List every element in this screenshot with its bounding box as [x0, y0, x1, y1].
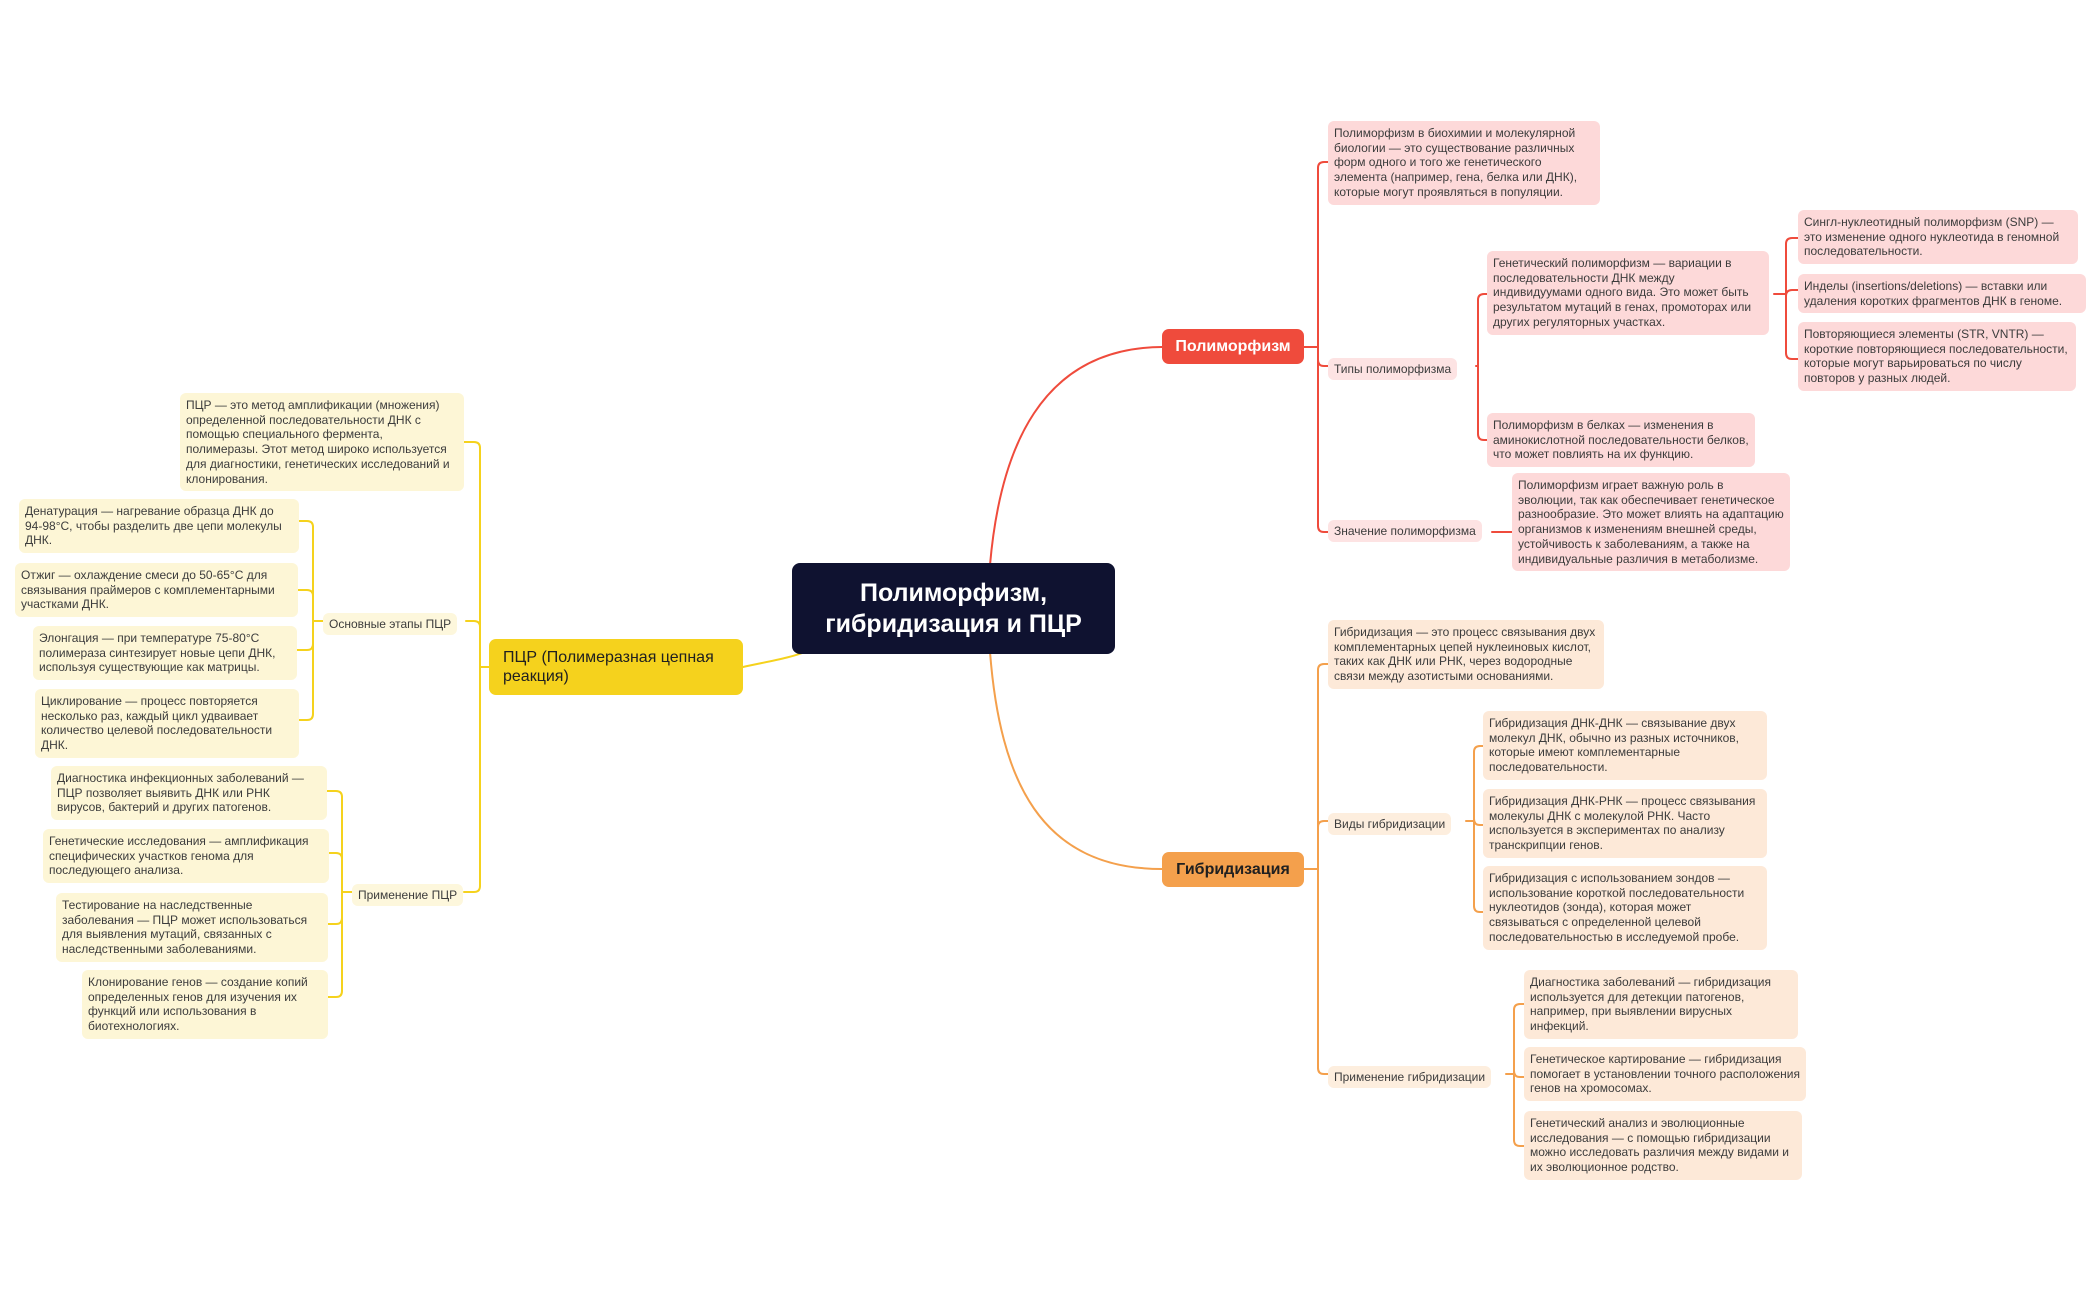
pcr-annealing[interactable]: Отжиг — охлаждение смеси до 50-65°C для …	[15, 563, 298, 618]
pcr-elongation[interactable]: Элонгация — при температуре 75-80°C поли…	[33, 626, 297, 681]
edge-pcr-stages-leaf	[296, 643, 314, 651]
edge-polymorphism-types-leaf	[1477, 293, 1488, 301]
hybridization-evolution[interactable]: Генетический анализ и эволюционные иссле…	[1524, 1111, 1802, 1180]
pcr-applications-label[interactable]: Применение ПЦР	[352, 884, 464, 906]
edge-hybridization-apps-leaf	[1513, 1139, 1525, 1147]
hybridization-applications-label[interactable]: Применение гибридизации	[1328, 1066, 1492, 1088]
pcr-infections[interactable]: Диагностика инфекционных заболеваний — П…	[51, 766, 327, 821]
hybridization-dna-dna[interactable]: Гибридизация ДНК-ДНК — связывание двух м…	[1483, 711, 1767, 780]
edge-polymorphism-leaf	[1317, 161, 1329, 169]
edge-hybridization-apps-leaf	[1513, 1003, 1525, 1011]
hybridization-definition[interactable]: Гибридизация — это процесс связывания дв…	[1328, 620, 1604, 689]
polymorphism-definition[interactable]: Полиморфизм в биохимии и молекулярной би…	[1328, 121, 1600, 205]
edge-polymorphism-leaf	[1317, 525, 1329, 533]
pcr-cloning[interactable]: Клонирование генов — создание копий опре…	[82, 970, 328, 1039]
branch-polymorphism-label: Полиморфизм	[1175, 337, 1291, 355]
edge-pcr-stages-leaf	[298, 520, 314, 528]
edge-pcr-stages-leaf	[298, 713, 314, 721]
branch-hybridization[interactable]: Гибридизация	[1162, 852, 1304, 887]
central-topic-label: Полиморфизм, гибридизация и ПЦР	[825, 578, 1082, 638]
hybridization-dna-rna[interactable]: Гибридизация ДНК-РНК — процесс связывани…	[1483, 789, 1767, 858]
edge-polymorphism-leaf	[1317, 359, 1329, 367]
central-topic[interactable]: Полиморфизм, гибридизация и ПЦР	[792, 563, 1115, 654]
edge-pcr-leaf	[463, 885, 481, 893]
edge-hybridization-types-leaf	[1473, 818, 1484, 826]
edge-polymorphism-types-leaf	[1477, 433, 1488, 441]
polymorphism-significance[interactable]: Полиморфизм играет важную роль в эволюци…	[1512, 473, 1790, 572]
edge-hybridization-types-leaf	[1473, 905, 1484, 913]
edge-hybridization-leaf	[1317, 663, 1329, 671]
pcr-denaturation[interactable]: Денатурация — нагревание образца ДНК до …	[19, 499, 299, 554]
edge-genetic-leaf	[1785, 289, 1799, 297]
hybridization-types-label[interactable]: Виды гибридизации	[1328, 813, 1452, 835]
edge-hybridization-leaf	[1317, 820, 1329, 828]
pcr-hereditary[interactable]: Тестирование на наследственные заболеван…	[56, 893, 328, 962]
polymorphism-significance-label[interactable]: Значение полиморфизма	[1328, 520, 1482, 542]
pcr-genetic-research[interactable]: Генетические исследования — амплификация…	[43, 829, 329, 884]
edge-pcr-leaf	[463, 441, 481, 449]
edge-root-polymorphism	[989, 346, 1163, 566]
edge-pcr-apps-leaf	[327, 917, 343, 925]
edge-pcr-stages-leaf	[297, 589, 314, 597]
hybridization-probes[interactable]: Гибридизация с использованием зондов — и…	[1483, 866, 1767, 950]
protein-polymorphism[interactable]: Полиморфизм в белках — изменения в амино…	[1487, 413, 1755, 468]
edge-hybridization-apps-leaf	[1513, 1070, 1525, 1078]
edge-hybridization-leaf	[1317, 1067, 1329, 1075]
edge-pcr-leaf	[465, 620, 481, 628]
hybridization-mapping[interactable]: Генетическое картирование — гибридизация…	[1524, 1047, 1806, 1102]
pcr-definition[interactable]: ПЦР — это метод амплификации (множения) …	[180, 393, 464, 492]
branch-pcr-label: ПЦР (Полимеразная цепная реакция)	[503, 649, 714, 685]
hybridization-diagnostics[interactable]: Диагностика заболеваний — гибридизация и…	[1524, 970, 1798, 1039]
genetic-polymorphism[interactable]: Генетический полиморфизм — вариации в по…	[1487, 251, 1769, 335]
edge-genetic-leaf	[1785, 237, 1799, 245]
edge-pcr-apps-leaf	[327, 990, 343, 998]
edge-genetic-leaf	[1785, 352, 1799, 360]
edge-pcr-apps-leaf	[326, 790, 343, 798]
polymorphism-types-label[interactable]: Типы полиморфизма	[1328, 358, 1458, 380]
indels-item[interactable]: Инделы (insertions/deletions) — вставки …	[1798, 274, 2086, 314]
edge-hybridization-types-leaf	[1473, 745, 1484, 753]
branch-pcr[interactable]: ПЦР (Полимеразная цепная реакция)	[489, 639, 743, 695]
pcr-cycling[interactable]: Циклирование — процесс повторяется неско…	[35, 689, 299, 758]
repeats-item[interactable]: Повторяющиеся элементы (STR, VNTR) — кор…	[1798, 322, 2076, 391]
branch-polymorphism[interactable]: Полиморфизм	[1162, 329, 1304, 364]
pcr-stages-label[interactable]: Основные этапы ПЦР	[323, 613, 458, 635]
snp-item[interactable]: Сингл-нуклеотидный полиморфизм (SNP) — э…	[1798, 210, 2078, 265]
branch-hybridization-label: Гибридизация	[1176, 860, 1290, 878]
edge-root-hybridization	[989, 651, 1163, 870]
edge-pcr-apps-leaf	[328, 852, 343, 860]
